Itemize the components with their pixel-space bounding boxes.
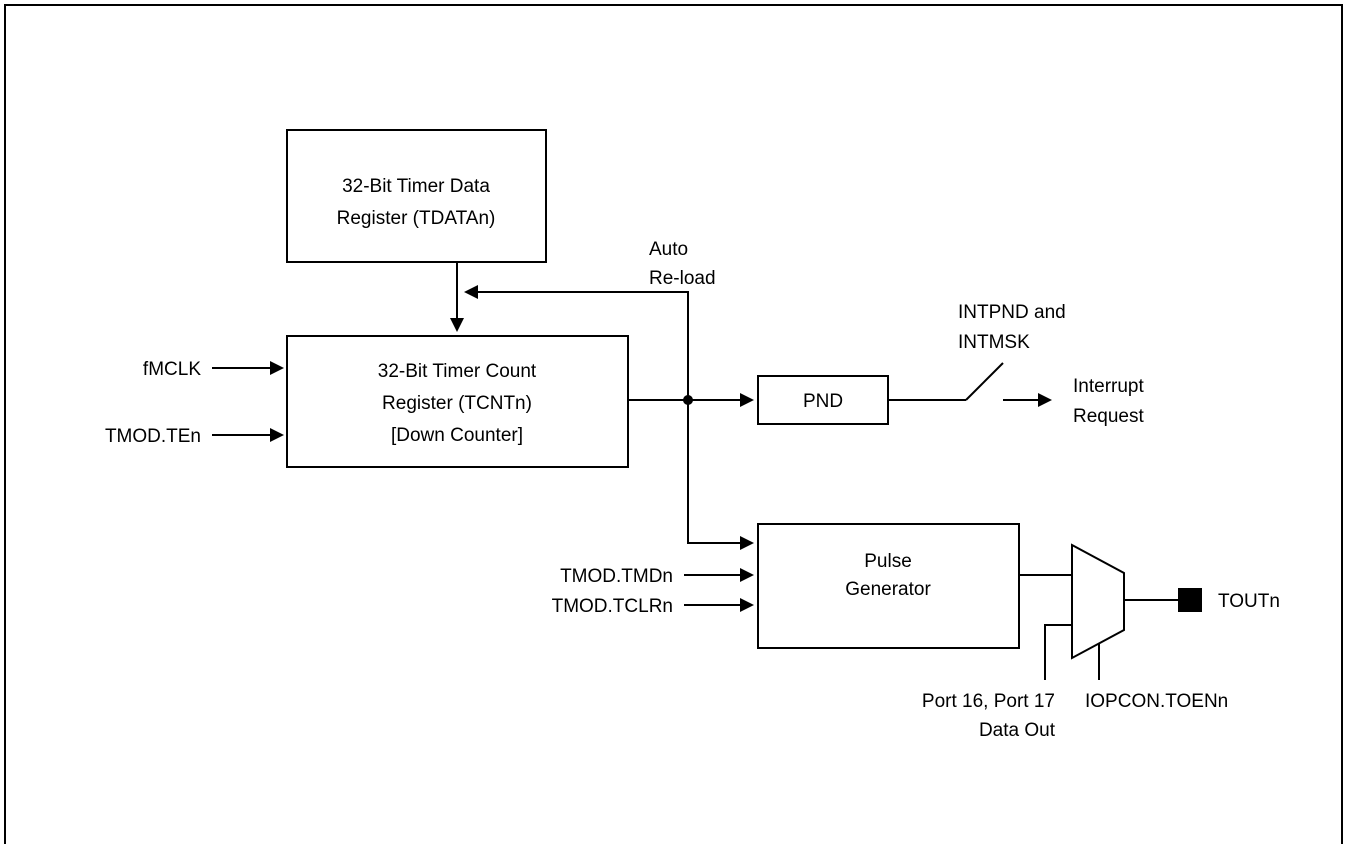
auto-reload-arrowhead xyxy=(464,285,478,299)
pnd-label: PND xyxy=(803,391,843,412)
timer-count-register-line3: [Down Counter] xyxy=(391,425,523,446)
timer-count-register-line2: Register (TCNTn) xyxy=(382,393,532,414)
fmclk-label: fMCLK xyxy=(143,359,201,380)
tout-label: TOUTn xyxy=(1218,591,1280,612)
iopcon-toen-label: IOPCON.TOENn xyxy=(1085,691,1228,712)
auto-reload-wire xyxy=(478,291,689,400)
diagram-frame xyxy=(4,4,1343,844)
interrupt-request-arrowhead xyxy=(1038,393,1052,407)
interrupt-request-label-line1: Interrupt xyxy=(1073,376,1144,397)
port-data-out-label-line1: Port 16, Port 17 xyxy=(922,691,1055,712)
pulse-generator-line1: Pulse xyxy=(864,551,912,572)
timer-data-register-line2: Register (TDATAn) xyxy=(337,208,496,229)
timer-data-register-line1: 32-Bit Timer Data xyxy=(342,176,490,197)
intpnd-intmsk-label-line1: INTPND and xyxy=(958,302,1066,323)
pnd-block xyxy=(757,375,889,425)
tmod-tclr-arrowhead xyxy=(740,598,754,612)
intpnd-intmsk-label-line2: INTMSK xyxy=(958,332,1030,353)
tmod-tclr-label: TMOD.TCLRn xyxy=(552,596,673,617)
tmod-ten-label: TMOD.TEn xyxy=(105,426,201,447)
interrupt-mask-switch xyxy=(965,362,1004,401)
auto-reload-label-line2: Re-load xyxy=(649,268,716,289)
pnd-input-arrowhead xyxy=(740,393,754,407)
interrupt-request-label-line2: Request xyxy=(1073,406,1144,427)
pulse-top-input-arrowhead xyxy=(740,536,754,550)
tout-pin xyxy=(1178,588,1202,612)
pulse-generator-block xyxy=(757,523,1020,649)
tmod-tmd-label: TMOD.TMDn xyxy=(560,566,673,587)
auto-reload-label-line1: Auto xyxy=(649,239,688,260)
timer-count-register-block xyxy=(286,335,629,468)
timer-data-register-block xyxy=(286,129,547,263)
output-multiplexer xyxy=(1071,543,1125,660)
pulse-generator-line2: Generator xyxy=(845,579,931,600)
port-data-out-label-line2: Data Out xyxy=(979,720,1056,741)
timer-count-register-line1: 32-Bit Timer Count xyxy=(378,361,537,382)
tmod-tmd-arrowhead xyxy=(740,568,754,582)
tmod-ten-arrowhead xyxy=(270,428,284,442)
junction-to-pulse-wire xyxy=(687,400,740,544)
tdata-to-tcnt-arrowhead xyxy=(450,318,464,332)
fmclk-arrowhead xyxy=(270,361,284,375)
port-data-wire xyxy=(1044,624,1072,680)
